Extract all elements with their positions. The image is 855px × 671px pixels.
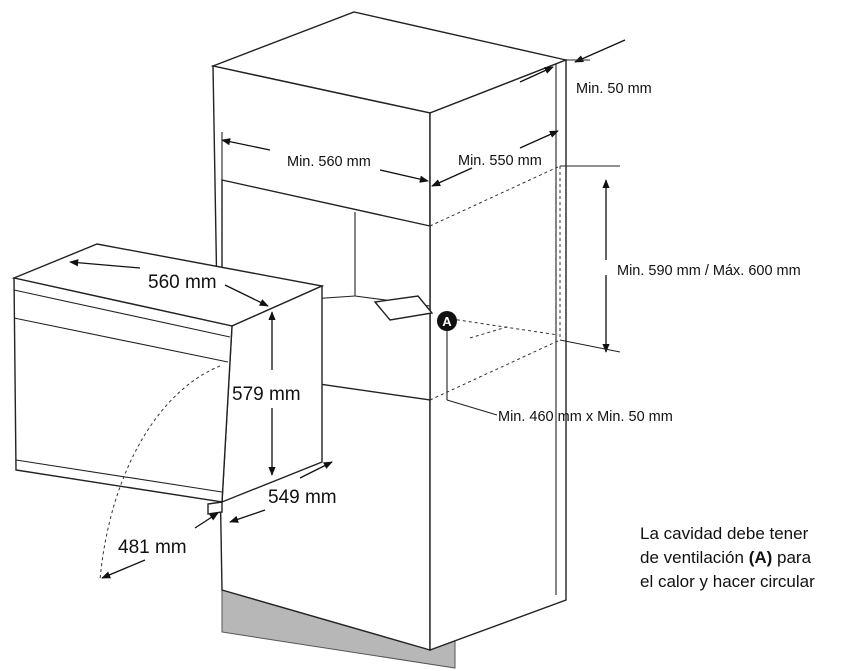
oven	[11, 243, 325, 581]
caption-line-2-bold: (A)	[748, 548, 773, 567]
caption-text: La cavidad debe tener de ventilación (A)…	[640, 522, 855, 594]
label-door-swing: 481 mm	[118, 537, 187, 558]
caption-line-2: de ventilación (A) para	[640, 546, 855, 570]
caption-line-2-post: para	[772, 548, 812, 567]
caption-line-2-pre: de ventilación	[640, 548, 749, 567]
label-oven-width: 560 mm	[148, 272, 217, 293]
label-cavity-depth: Min. 550 mm	[458, 153, 542, 169]
label-cavity-depth-gap: Min. 50 mm	[576, 81, 652, 97]
label-oven-height: 579 mm	[232, 384, 301, 405]
label-oven-depth: 549 mm	[268, 487, 337, 508]
label-cavity-height: Min. 590 mm / Máx. 600 mm	[617, 263, 801, 279]
caption-line-1: La cavidad debe tener	[640, 524, 809, 543]
vent-marker-label: A	[442, 314, 452, 329]
label-vent-opening: Min. 460 mm x Min. 50 mm	[498, 409, 673, 425]
dimension-labels: Min. 50 mm Min. 560 mm Min. 550 mm Min. …	[118, 81, 801, 558]
dimension-lines	[69, 39, 626, 579]
caption-line-3: el calor y hacer circular	[640, 572, 815, 591]
label-cavity-width: Min. 560 mm	[287, 154, 371, 170]
vent-marker-a: A	[437, 311, 457, 331]
